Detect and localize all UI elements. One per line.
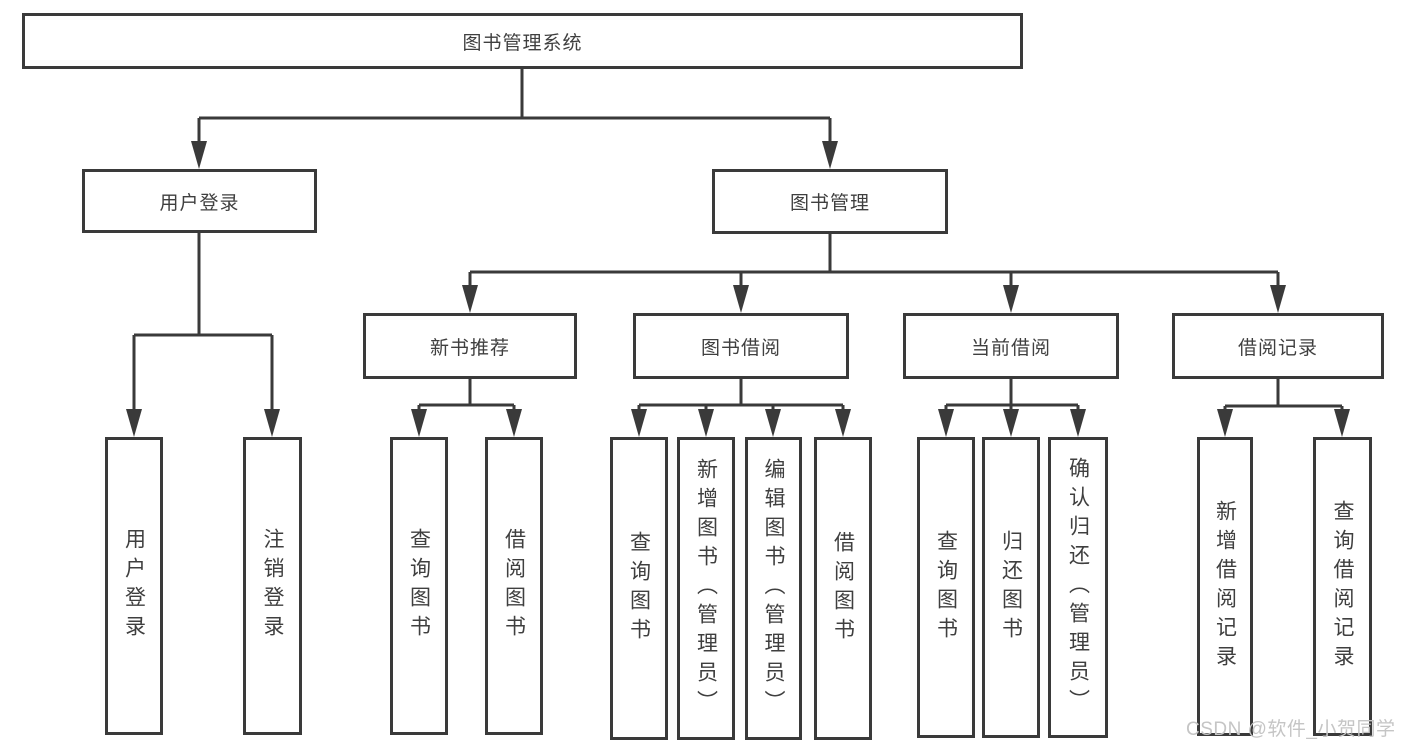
leaf-user-login: 用户登录 xyxy=(105,437,163,735)
leaf-borrow-book: 借阅图书 xyxy=(814,437,872,740)
arrowhead-icon xyxy=(1003,285,1019,313)
leaf-query-borrow-record-label: 查询借阅记录 xyxy=(1331,499,1354,674)
arrowhead-icon xyxy=(191,141,207,169)
node-current-borrow: 当前借阅 xyxy=(903,313,1119,379)
leaf-add-borrow-record-label: 新增借阅记录 xyxy=(1213,499,1237,674)
arrowhead-icon xyxy=(411,409,427,437)
node-new-book-recommend-label: 新书推荐 xyxy=(429,337,510,359)
leaf-confirm-return-admin: 确认归还（管理员） xyxy=(1048,437,1108,738)
arrowhead-icon xyxy=(733,285,749,313)
node-root-label: 图书管理系统 xyxy=(462,32,583,54)
leaf-user-login-label: 用户登录 xyxy=(122,528,146,644)
arrowhead-icon xyxy=(765,409,781,437)
arrowhead-icon xyxy=(822,141,838,169)
node-book-management-label: 图书管理 xyxy=(789,193,870,214)
node-new-book-recommend: 新书推荐 xyxy=(363,313,577,379)
leaf-return-book-label: 归还图书 xyxy=(999,529,1023,646)
leaf-edit-book-admin: 编辑图书（管理员） xyxy=(745,437,802,740)
leaf-query-book-recommend-label: 查询图书 xyxy=(407,528,431,644)
arrowhead-icon xyxy=(1003,409,1019,437)
leaf-query-book-borrow: 查询图书 xyxy=(610,437,668,740)
arrowhead-icon xyxy=(1070,409,1086,437)
node-current-borrow-label: 当前借阅 xyxy=(970,337,1051,359)
leaf-query-book-current: 查询图书 xyxy=(917,437,975,738)
arrowhead-icon xyxy=(1270,285,1286,313)
arrowhead-icon xyxy=(264,409,280,437)
leaf-add-borrow-record: 新增借阅记录 xyxy=(1197,437,1253,736)
arrowhead-icon xyxy=(698,409,714,437)
leaf-edit-book-admin-label: 编辑图书（管理员） xyxy=(762,458,785,719)
leaf-return-book: 归还图书 xyxy=(982,437,1040,738)
leaf-logout-label: 注销登录 xyxy=(261,528,284,644)
arrowhead-icon xyxy=(938,409,954,437)
leaf-logout: 注销登录 xyxy=(243,437,302,735)
leaf-query-book-borrow-label: 查询图书 xyxy=(627,530,651,647)
arrowhead-icon xyxy=(506,409,522,437)
leaf-confirm-return-admin-label: 确认归还（管理员） xyxy=(1066,457,1090,718)
leaf-borrow-book-recommend-label: 借阅图书 xyxy=(502,528,526,644)
leaf-add-book-admin-label: 新增图书（管理员） xyxy=(694,458,718,719)
leaf-borrow-book-label: 借阅图书 xyxy=(831,530,855,647)
node-borrow-record-label: 借阅记录 xyxy=(1237,337,1318,359)
node-user-login-label: 用户登录 xyxy=(159,192,240,214)
leaf-query-book-current-label: 查询图书 xyxy=(934,529,958,646)
arrowhead-icon xyxy=(126,409,142,437)
arrowhead-icon xyxy=(1217,409,1233,437)
node-root: 图书管理系统 xyxy=(22,13,1023,69)
leaf-borrow-book-recommend: 借阅图书 xyxy=(485,437,543,735)
arrowhead-icon xyxy=(1334,409,1350,437)
node-book-borrow: 图书借阅 xyxy=(633,313,849,379)
leaf-query-borrow-record: 查询借阅记录 xyxy=(1313,437,1372,736)
node-book-borrow-label: 图书借阅 xyxy=(700,337,781,359)
watermark: CSDN @软件_小贺同学 xyxy=(1186,719,1396,740)
leaf-add-book-admin: 新增图书（管理员） xyxy=(677,437,735,740)
leaf-query-book-recommend: 查询图书 xyxy=(390,437,448,735)
arrowhead-icon xyxy=(631,409,647,437)
arrowhead-icon xyxy=(462,285,478,313)
arrowhead-icon xyxy=(835,409,851,437)
node-user-login: 用户登录 xyxy=(82,169,317,233)
node-book-management: 图书管理 xyxy=(712,169,948,234)
node-borrow-record: 借阅记录 xyxy=(1172,313,1384,379)
